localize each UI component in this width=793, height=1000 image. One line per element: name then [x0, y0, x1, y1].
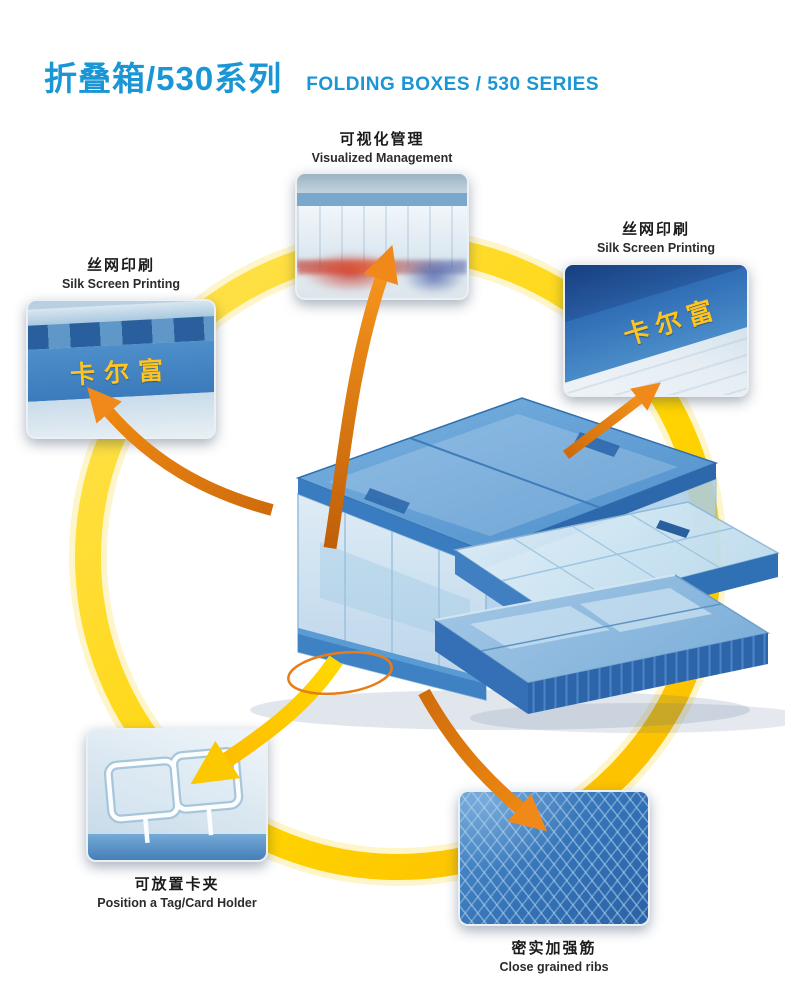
callout-ribs: 密实加强筋 Close grained ribs: [452, 790, 656, 974]
box-rim: [297, 174, 467, 194]
thumb-content: 卡尔富: [28, 301, 214, 437]
callout-image-card-holder: [86, 728, 268, 862]
box-base-band: [88, 834, 266, 860]
card-holder-outline: [103, 747, 244, 843]
callout-label-cn: 丝网印刷: [86, 257, 155, 274]
callout-label-en: Visualized Management: [311, 151, 453, 165]
callout-label-cn: 可放置卡夹: [134, 876, 220, 893]
callout-label-en: Position a Tag/Card Holder: [97, 896, 257, 910]
callout-image-silk-right: 卡尔富: [563, 263, 749, 397]
callout-silk-screen-right: 丝网印刷 Silk Screen Printing 卡尔富: [556, 218, 756, 397]
visible-contents-blue: [403, 260, 465, 294]
callout-image-ribs: [458, 790, 650, 926]
callout-visualized-management: 可视化管理 Visualized Management: [276, 128, 488, 300]
page-subtitle: FOLDING BOXES / 530 SERIES: [306, 74, 600, 95]
callout-label-en: Close grained ribs: [499, 960, 609, 974]
callout-label-en: Silk Screen Printing: [61, 277, 181, 291]
callout-label-cn: 丝网印刷: [621, 221, 690, 238]
callout-image-visualized: [295, 172, 469, 300]
callout-silk-screen-left: 丝网印刷 Silk Screen Printing 卡尔富: [16, 254, 226, 439]
callout-image-silk-left: 卡尔富: [26, 299, 216, 439]
product-photo: [250, 397, 785, 733]
callout-label-cn: 可视化管理: [339, 131, 425, 148]
folded-crate-front: [433, 574, 770, 714]
callout-card-holder: 可放置卡夹 Position a Tag/Card Holder: [80, 728, 274, 910]
brand-text: 卡尔富: [69, 356, 173, 390]
callout-label-cn: 密实加强筋: [511, 940, 597, 957]
callout-label-en: Silk Screen Printing: [596, 241, 716, 255]
highlight-glow: [460, 792, 580, 872]
page-header: 折叠箱/530系列 FOLDING BOXES / 530 SERIES: [44, 52, 599, 100]
box-edge-band: [297, 193, 467, 206]
page-title: 折叠箱/530系列: [44, 60, 283, 97]
